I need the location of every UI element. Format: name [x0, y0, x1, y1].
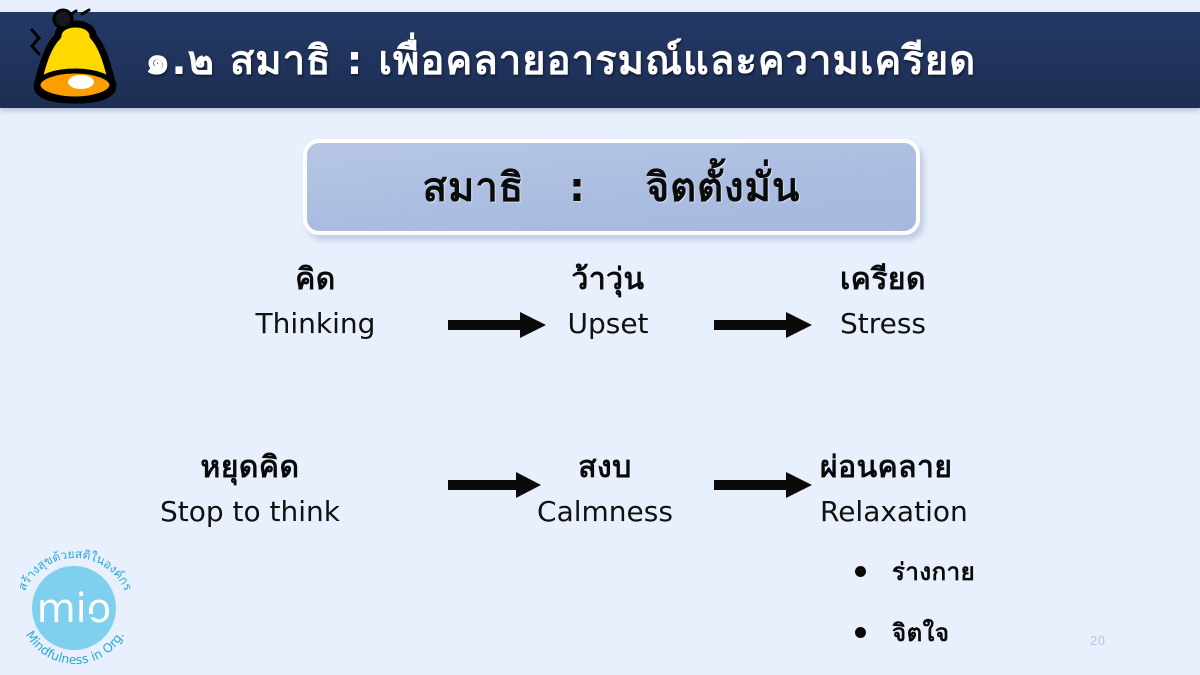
flow-node-stress: เครียด Stress	[813, 264, 953, 341]
flow-node-thai-label: คิด	[295, 262, 336, 297]
logo-circle	[32, 566, 116, 650]
flow-node-thai-label: เครียด	[840, 262, 926, 297]
bell-icon	[30, 8, 117, 104]
flow-node-thai-label: ว้าวุ่น	[571, 262, 645, 297]
list-item: จิตใจ	[855, 613, 1155, 652]
flow-node-stop-to-think: หยุดคิด Stop to think	[155, 452, 345, 529]
flow-node-en-label: Stress	[839, 306, 927, 340]
page-title: ๑.๒ สมาธิ : เพื่อคลายอารมณ์และความเครียด	[145, 38, 977, 84]
flow-node-thai-label: ผ่อนคลาย	[820, 450, 953, 485]
header-band	[0, 12, 1200, 108]
flow-node-calmness: สงบ Calmness	[535, 452, 675, 529]
arrow-right-icon	[714, 312, 812, 338]
arrow-right-icon	[448, 472, 541, 498]
flow-node-relaxation: ผ่อนคลาย Relaxation	[820, 452, 1000, 529]
flow-node-thinking: คิด Thinking	[248, 264, 383, 341]
mio-logo: mio สร้างสุขด้วยสติในองค์กร Mindfulness …	[15, 547, 135, 667]
relaxation-bullet-list: ร่างกาย จิตใจ	[855, 552, 1155, 674]
arrow-right-icon	[448, 312, 546, 338]
flow-node-thai-label: สงบ	[578, 450, 632, 485]
headline-box: สมาธิ : จิตตั้งมั่น	[303, 139, 920, 235]
bullet-dot-icon	[855, 566, 866, 577]
flow-node-en-label: Calmness	[537, 494, 673, 528]
flow-node-en-label: Relaxation	[820, 494, 968, 528]
page-number: 20	[1090, 633, 1106, 648]
logo-wordmark-mio: mio	[37, 586, 112, 632]
flow-node-en-label: Thinking	[255, 306, 376, 340]
bullet-label: ร่างกาย	[892, 558, 976, 586]
flow-node-thai-label: หยุดคิด	[200, 450, 300, 485]
list-item: ร่างกาย	[855, 552, 1155, 591]
bullet-label: จิตใจ	[892, 619, 950, 647]
headline-text: สมาธิ : จิตตั้งมั่น	[422, 165, 801, 211]
arrow-right-icon	[714, 472, 812, 498]
flow-node-en-label: Upset	[567, 306, 649, 340]
flow-node-upset: ว้าวุ่น Upset	[538, 264, 678, 341]
flow-node-en-label: Stop to think	[159, 494, 341, 528]
bullet-dot-icon	[855, 627, 866, 638]
